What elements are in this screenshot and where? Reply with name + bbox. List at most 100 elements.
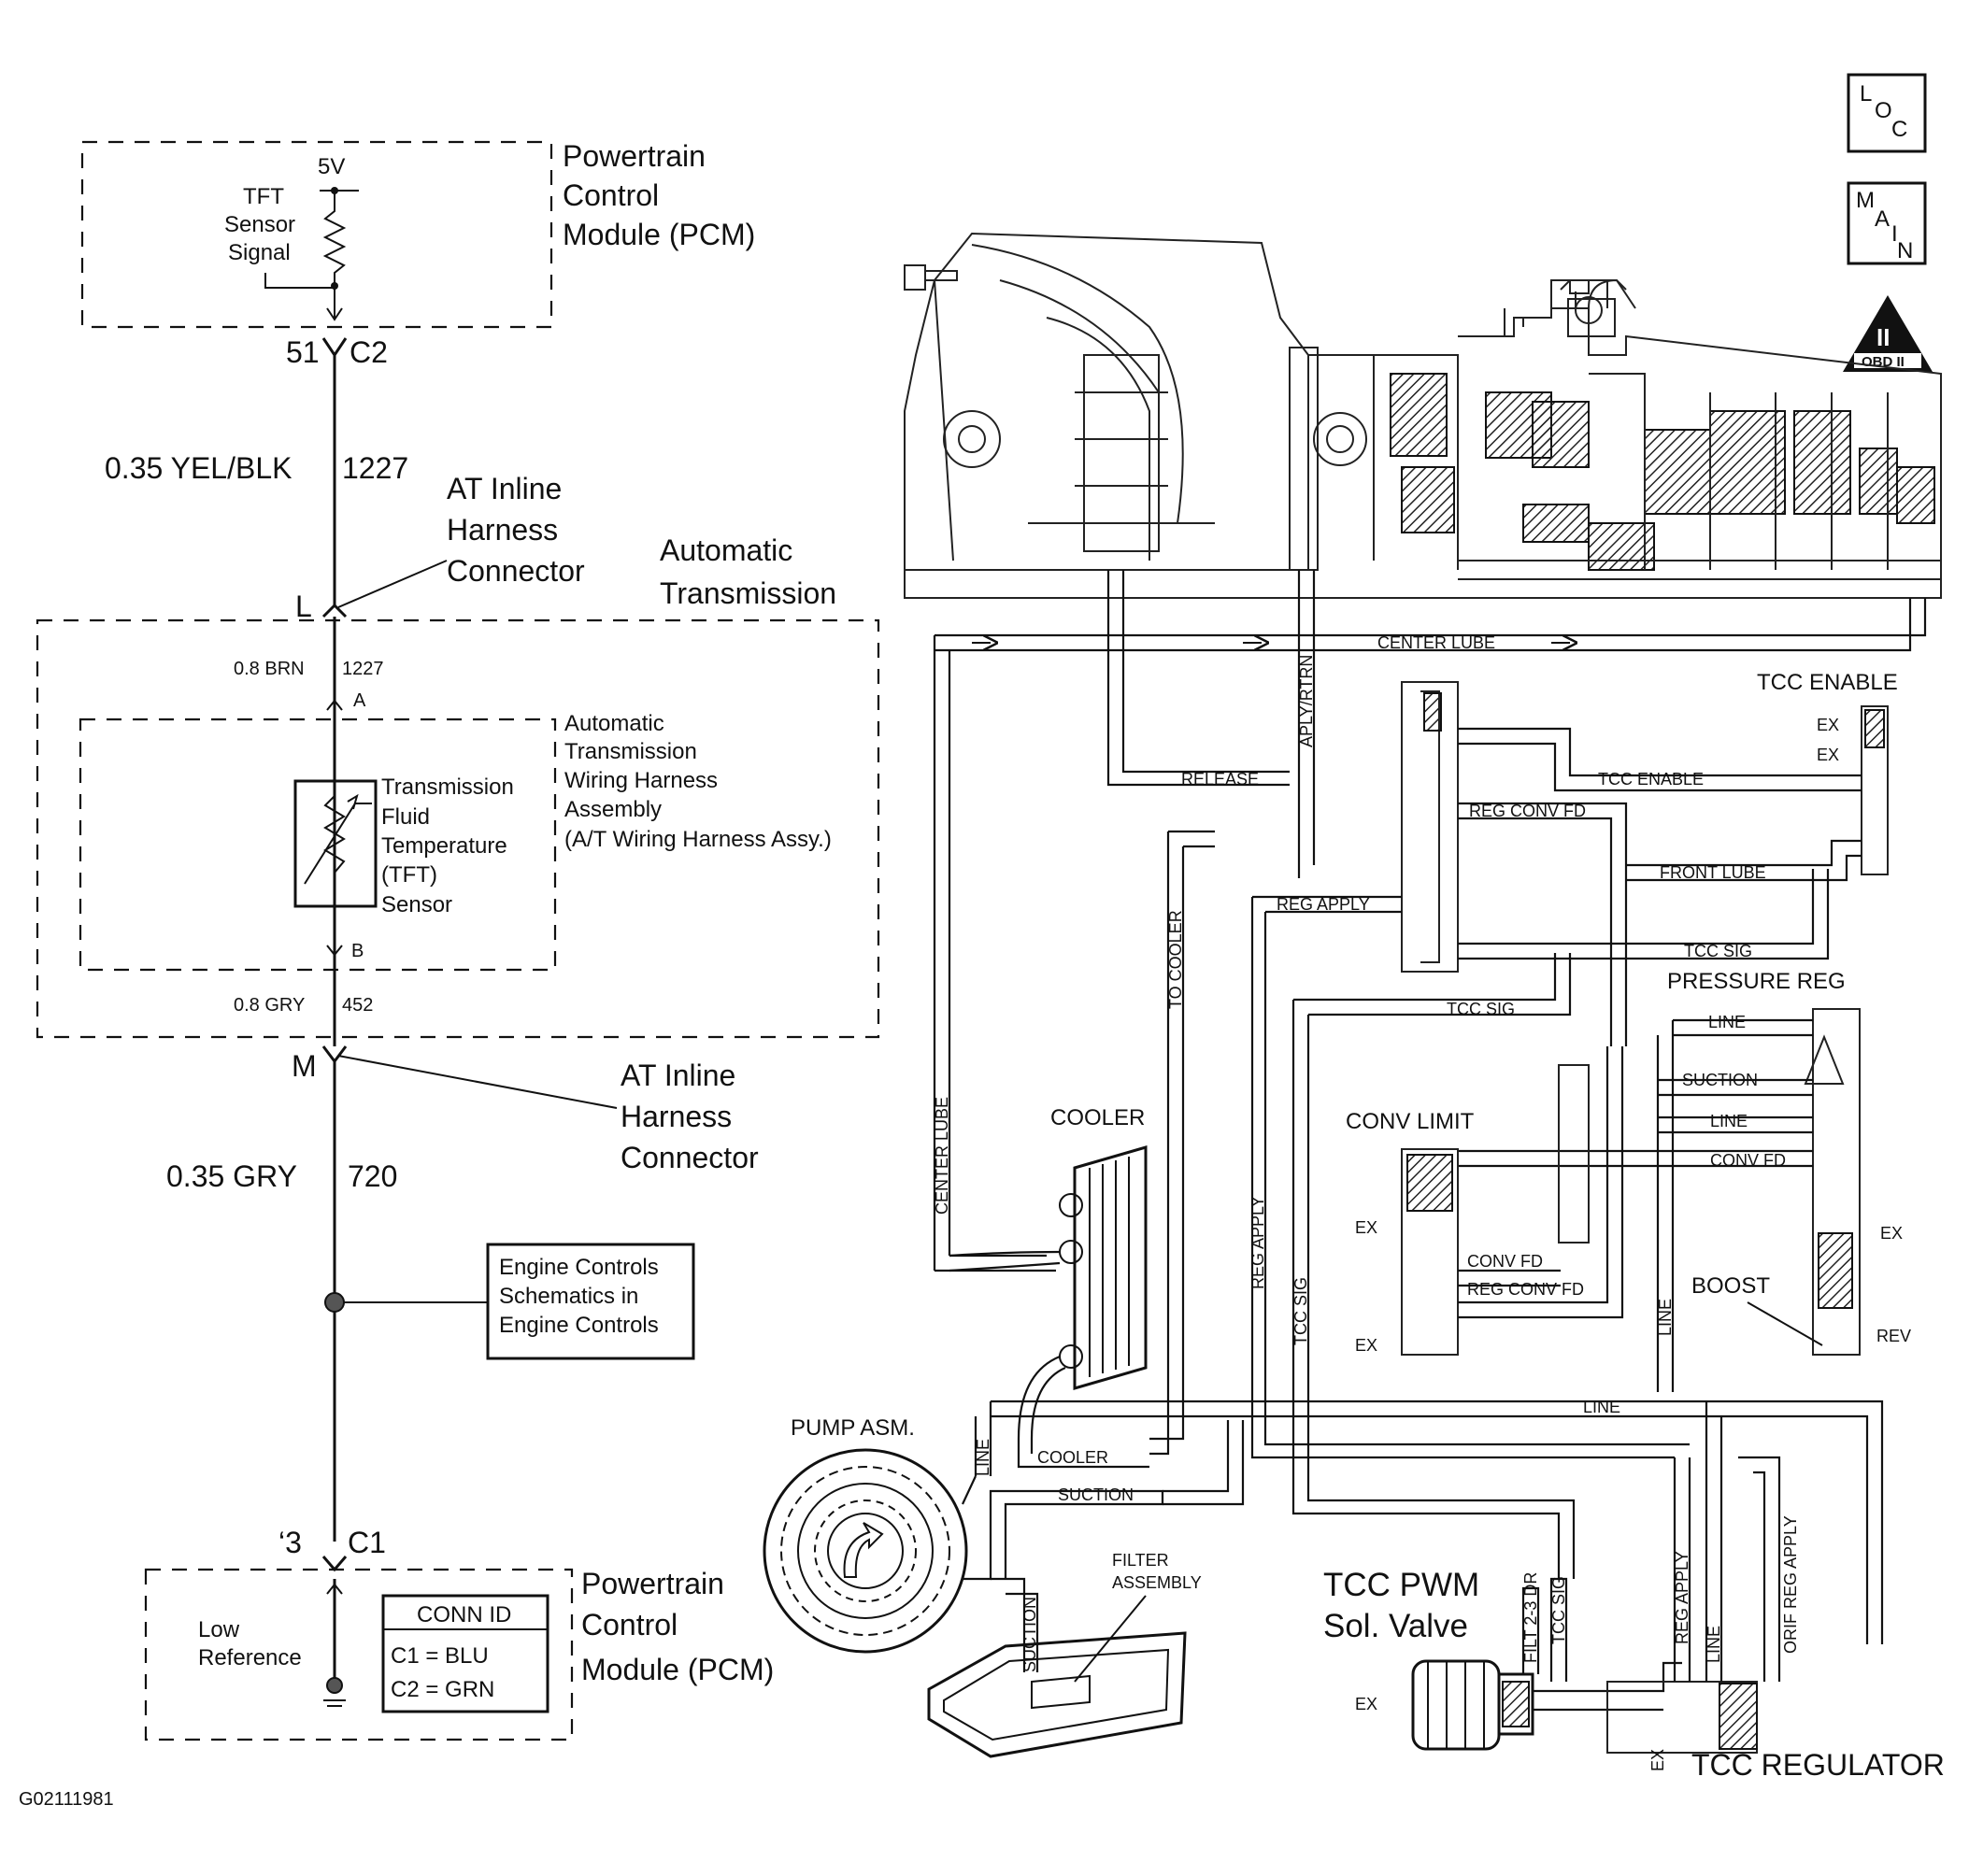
orif-reg-apply: ORIF REG APPLY (1781, 1515, 1800, 1654)
line-label-5: LINE (974, 1439, 992, 1476)
cooler-icon (1059, 1145, 1148, 1390)
connector-l-symbol (321, 603, 348, 618)
pullup-resistor-icon (264, 187, 359, 321)
ex-label-1: EX (1817, 716, 1839, 734)
main-i: I (1891, 221, 1898, 247)
transmission-box (36, 618, 880, 1039)
obd-ii-icon[interactable]: II OBD II (1843, 295, 1933, 372)
harness-assy-1: Automatic (564, 711, 664, 736)
tft-sensor-3: Temperature (381, 833, 507, 859)
low-reference-1: Low (198, 1617, 240, 1642)
ground-icon (323, 1699, 346, 1707)
tft-sensor-5: Sensor (381, 892, 452, 917)
low-reference-2: Reference (198, 1645, 302, 1670)
main-n: N (1897, 238, 1913, 263)
pcm-bottom-box (144, 1568, 574, 1741)
tcc-pwm-2: Sol. Valve (1323, 1608, 1468, 1644)
inline-conn-1-label-1: AT Inline (447, 472, 562, 505)
main-badge[interactable]: M A I N (1847, 181, 1927, 265)
pcm-bottom-title-2: Control (581, 1608, 678, 1642)
conn-id-c1: C1 = BLU (391, 1643, 489, 1669)
ex-label-6: EX (1355, 1695, 1377, 1713)
connector-c1-symbol (321, 1556, 348, 1572)
harness-assembly-box (78, 718, 557, 972)
tcc-sig-4: TCC SIG (1549, 1576, 1568, 1644)
voltage-label: 5V (318, 154, 345, 179)
ex-label-7: EX (1648, 1749, 1667, 1771)
line-label-6: LINE (1705, 1626, 1723, 1663)
ex-label-2: EX (1817, 746, 1839, 764)
suction-label-3: SUCTION (1020, 1597, 1039, 1672)
pump-icon (763, 1448, 968, 1654)
connector-c2: C2 (350, 335, 388, 369)
connector-m-symbol (321, 1045, 348, 1064)
inline-conn-1-label-3: Connector (447, 554, 585, 588)
harness-assy-2: Transmission (564, 739, 697, 764)
pressure-reg-title: PRESSURE REG (1667, 969, 1846, 994)
automatic-transmission-1: Automatic (660, 533, 792, 567)
inline-conn-2-leader (337, 1055, 618, 1109)
engine-controls-box (486, 1243, 695, 1360)
release-label: RELEASE (1181, 770, 1259, 789)
center-lube-top: CENTER LUBE (1377, 633, 1495, 652)
connector-c1: C1 (348, 1526, 386, 1559)
reg-conv-fd-1: REG CONV FD (1469, 802, 1586, 820)
pcm-bottom-title-1: Powertrain (581, 1567, 724, 1600)
pcm-top-box (80, 140, 553, 329)
pump-asm-title: PUMP ASM. (791, 1415, 915, 1441)
boost-label: BOOST (1691, 1273, 1770, 1299)
tcc-enable-title: TCC ENABLE (1757, 670, 1898, 695)
reg-conv-fd-2: REG CONV FD (1467, 1280, 1584, 1299)
inline-conn-2-label-1: AT Inline (621, 1059, 735, 1092)
conn-id-title: CONN ID (417, 1602, 511, 1627)
tcc-sig-1: TCC SIG (1684, 942, 1752, 960)
filter-icon (927, 1631, 1187, 1758)
tcc-sig-2: TCC SIG (1447, 1000, 1515, 1018)
loc-badge[interactable]: L O C (1847, 73, 1927, 153)
ex-label-3: EX (1880, 1224, 1903, 1243)
tft-sensor-1: Transmission (381, 775, 514, 800)
figure-id: G02111981 (19, 1789, 114, 1810)
pin-b: B (351, 941, 364, 961)
harness-assy-4: Assembly (564, 797, 662, 822)
reg-apply-1: REG APPLY (1277, 895, 1370, 914)
transmission-cutaway (904, 232, 1942, 599)
inline-conn-1-leader (337, 560, 448, 608)
harness-assy-5: (A/T Wiring Harness Assy.) (564, 827, 832, 852)
splice-icon (324, 1292, 345, 1313)
cooler-title: COOLER (1050, 1105, 1145, 1130)
to-cooler: TO COOLER (1166, 910, 1185, 1009)
main-m: M (1856, 188, 1875, 213)
conv-limit-title: CONV LIMIT (1346, 1109, 1475, 1134)
rev-label: REV (1876, 1327, 1911, 1345)
aply-rtrn: APLY/RTRN (1297, 655, 1316, 747)
tcc-enable-line: TCC ENABLE (1598, 770, 1704, 789)
wire-gry-circuit: 452 (342, 995, 373, 1016)
center-lube-left: CENTER LUBE (933, 1097, 951, 1215)
inline-conn-2-label-3: Connector (621, 1141, 759, 1174)
loc-o: O (1875, 98, 1892, 123)
wire-gry-gauge: 0.8 GRY (234, 995, 305, 1016)
filter-label-2: ASSEMBLY (1112, 1573, 1202, 1592)
pcm-bottom-title-3: Module (PCM) (581, 1653, 774, 1686)
connector-c2-symbol (321, 337, 348, 358)
pcm-top-title-1: Powertrain (563, 139, 706, 173)
harness-assy-3: Wiring Harness (564, 768, 718, 793)
conn-id-c2: C2 = GRN (391, 1677, 494, 1702)
filter-label-1: FILTER (1112, 1551, 1169, 1570)
pcm-top-title-2: Control (563, 178, 659, 212)
pin-73: ‘3 (278, 1526, 302, 1559)
line-label-3: LINE (1656, 1299, 1675, 1336)
line-label-4: LINE (1583, 1398, 1620, 1416)
sensor-signal-3: Signal (228, 240, 291, 265)
tcc-sig-3: TCC SIG (1291, 1277, 1310, 1345)
loc-l: L (1860, 81, 1872, 107)
conn-id-table (381, 1594, 549, 1713)
wire-720-circuit: 720 (348, 1159, 397, 1193)
wire-1227-gauge: 0.35 YEL/BLK (105, 451, 292, 485)
tft-sensor-2: Fluid (381, 804, 430, 830)
inline-conn-2-label-2: Harness (621, 1100, 732, 1133)
line-label-1: LINE (1708, 1013, 1746, 1031)
wire-1227-circuit: 1227 (342, 451, 408, 485)
